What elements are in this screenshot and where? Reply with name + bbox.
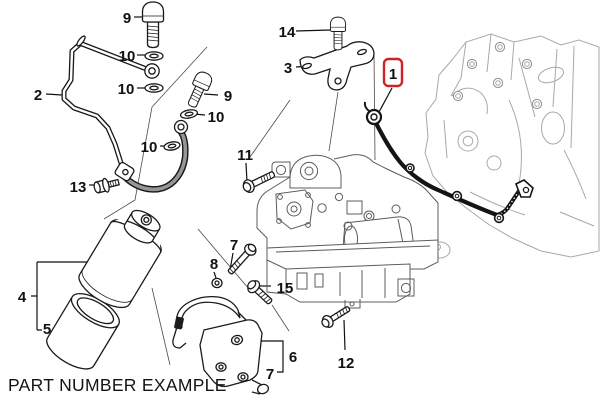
highlighted-callout-part1[interactable]: 1 — [382, 57, 404, 88]
callout-1[interactable]: 1 — [389, 66, 397, 83]
callout-4[interactable]: 4 — [18, 289, 27, 306]
callout-labels: 1 2 9 10 10 9 10 10 13 11 14 3 7 8 15 12… — [18, 10, 404, 383]
bolt-part7-upper — [227, 243, 257, 275]
washer-part10-b — [144, 83, 164, 93]
bolt-part15 — [247, 280, 273, 305]
callout-12[interactable]: 12 — [338, 355, 355, 372]
caption-text: PART NUMBER EXAMPLE — [8, 375, 227, 395]
callout-15[interactable]: 15 — [277, 280, 294, 297]
pipe-end-fitting — [114, 161, 135, 182]
washer-part10-c — [179, 109, 199, 119]
callout-10-a[interactable]: 10 — [119, 48, 136, 65]
engine-block-bolt-heads — [452, 41, 543, 110]
washer-part10-a — [144, 51, 164, 61]
banjo-eye-lower — [173, 119, 189, 135]
callout-10-c[interactable]: 10 — [208, 109, 225, 126]
filter-sleeve-part5 — [46, 293, 120, 370]
clamp-bracket-part6 — [172, 296, 270, 395]
callout-11[interactable]: 11 — [237, 147, 253, 164]
washer-part10-d — [163, 141, 181, 151]
bolt-part12 — [321, 306, 351, 328]
nut-part8 — [211, 277, 223, 289]
callout-6[interactable]: 6 — [289, 349, 297, 366]
callout-3[interactable]: 3 — [284, 60, 292, 77]
bolt-part13 — [93, 177, 120, 194]
callout-10-d[interactable]: 10 — [141, 139, 158, 156]
bolt-part9-lower — [187, 71, 213, 108]
bolt-part11 — [242, 171, 276, 194]
banjo-eye-upper — [144, 63, 160, 79]
callout-8[interactable]: 8 — [210, 256, 218, 273]
callout-13[interactable]: 13 — [70, 179, 87, 196]
callout-10-b[interactable]: 10 — [118, 81, 135, 98]
bracket-part3 — [299, 41, 375, 91]
hose-part2-flexible — [120, 128, 189, 193]
highlight-box — [382, 57, 404, 88]
filter-cartridge-part4 — [78, 209, 162, 309]
oil-pump-assembly — [256, 154, 439, 309]
callout-9-upper[interactable]: 9 — [123, 10, 131, 27]
callout-14[interactable]: 14 — [279, 24, 296, 41]
callout-2[interactable]: 2 — [34, 87, 42, 104]
callout-5[interactable]: 5 — [43, 321, 51, 338]
bolt-part9-upper — [141, 1, 165, 49]
oil-pipe-part2 — [61, 35, 147, 172]
callout-7-lower[interactable]: 7 — [266, 366, 274, 383]
engine-block-outline — [424, 33, 600, 259]
oil-return-pipe-part1 — [363, 101, 534, 224]
bolt-part14 — [329, 16, 347, 51]
callout-7-upper[interactable]: 7 — [230, 237, 238, 254]
callout-9-lower[interactable]: 9 — [224, 88, 232, 105]
